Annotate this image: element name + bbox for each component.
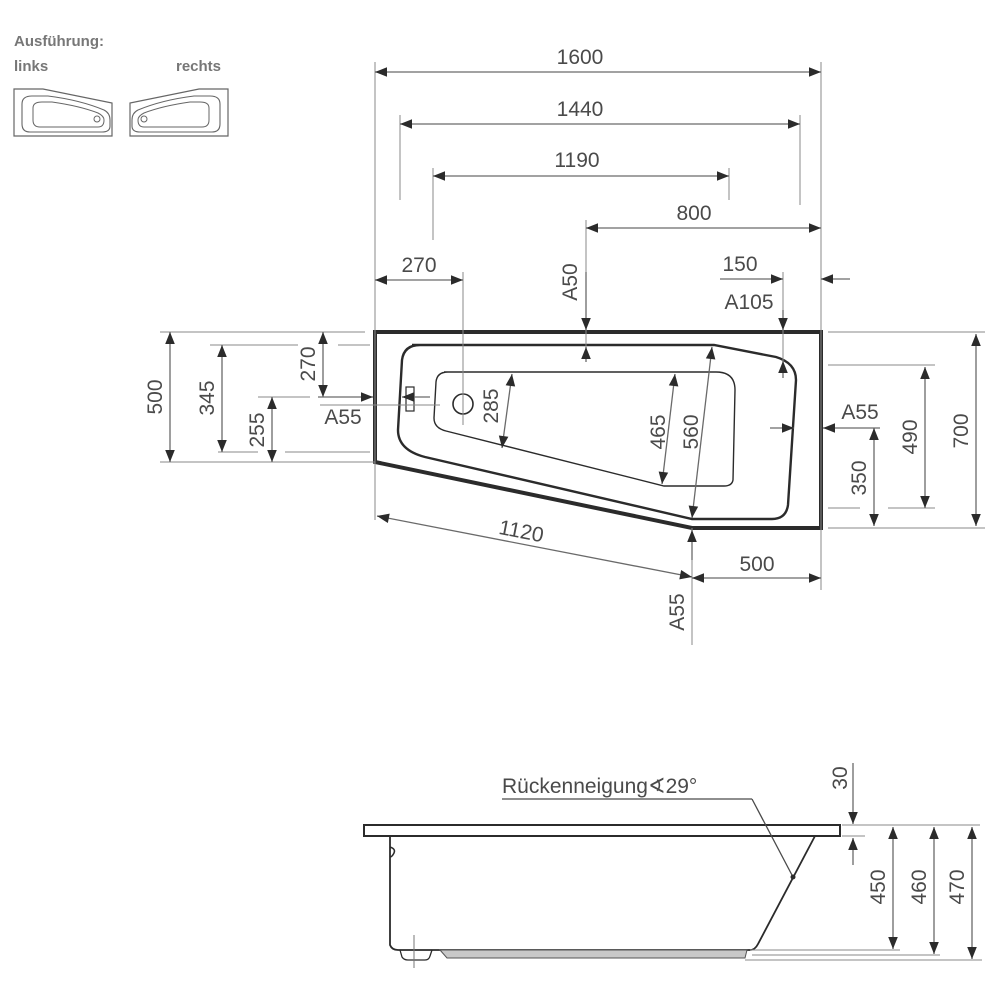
variant-legend: Ausführung: links rechts xyxy=(13,33,229,137)
tub-basin xyxy=(433,371,736,487)
overflow-icon xyxy=(405,386,415,412)
label-a55-right: A55 xyxy=(841,401,878,424)
label-560: 560 xyxy=(680,414,703,449)
backrest-angle: 29° xyxy=(666,775,698,798)
label-450: 450 xyxy=(867,869,890,904)
dim-285 xyxy=(498,373,516,449)
backrest-leader xyxy=(751,798,794,878)
dimension-lines xyxy=(165,67,981,583)
label-800: 800 xyxy=(676,202,711,225)
label-470: 470 xyxy=(946,869,969,904)
angle-icon: ∢ xyxy=(648,775,666,798)
label-255: 255 xyxy=(246,412,269,447)
label-270-top: 270 xyxy=(401,254,436,277)
label-350: 350 xyxy=(848,460,871,495)
label-a55-bottom: A55 xyxy=(666,593,689,630)
label-1600: 1600 xyxy=(557,46,604,69)
label-1120: 1120 xyxy=(497,516,546,547)
label-1440: 1440 xyxy=(557,98,604,121)
dim-560 xyxy=(688,346,716,519)
label-150: 150 xyxy=(722,253,757,276)
tub-body xyxy=(389,835,816,951)
tub-base xyxy=(438,949,748,959)
dim-465 xyxy=(658,373,679,485)
legend-left-label: links xyxy=(14,58,48,75)
label-490: 490 xyxy=(899,419,922,454)
label-a105: A105 xyxy=(724,291,773,314)
left-variant-icon xyxy=(13,88,113,137)
label-1190: 1190 xyxy=(554,149,599,172)
dimension-labels: 1600 1440 1190 800 270 A50 150 A105 500 … xyxy=(144,46,973,631)
top-view xyxy=(373,330,823,530)
overflow-profile xyxy=(389,846,396,858)
label-270-left: 270 xyxy=(297,346,320,381)
legend-title: Ausführung: xyxy=(14,33,104,50)
drain-profile xyxy=(399,949,433,961)
label-465: 465 xyxy=(647,414,670,449)
backrest-label-text: Rückenneigung xyxy=(502,775,648,798)
label-a50: A50 xyxy=(559,263,582,300)
label-345: 345 xyxy=(196,380,219,415)
label-700: 700 xyxy=(950,413,973,448)
label-500-left: 500 xyxy=(144,379,167,414)
label-285: 285 xyxy=(480,388,503,423)
backrest-label: Rückenneigung∢29° xyxy=(502,775,697,798)
side-view: Rückenneigung∢29° 30 450 460 470 xyxy=(363,763,982,968)
tub-rim xyxy=(363,824,841,837)
dim-1120 xyxy=(376,513,693,580)
label-500-bottom: 500 xyxy=(739,553,774,576)
label-a55-left: A55 xyxy=(324,406,361,429)
tub-rim-inner xyxy=(396,343,798,521)
right-variant-icon xyxy=(129,88,229,137)
label-30: 30 xyxy=(829,766,852,789)
label-460: 460 xyxy=(908,869,931,904)
legend-right-label: rechts xyxy=(176,58,221,75)
